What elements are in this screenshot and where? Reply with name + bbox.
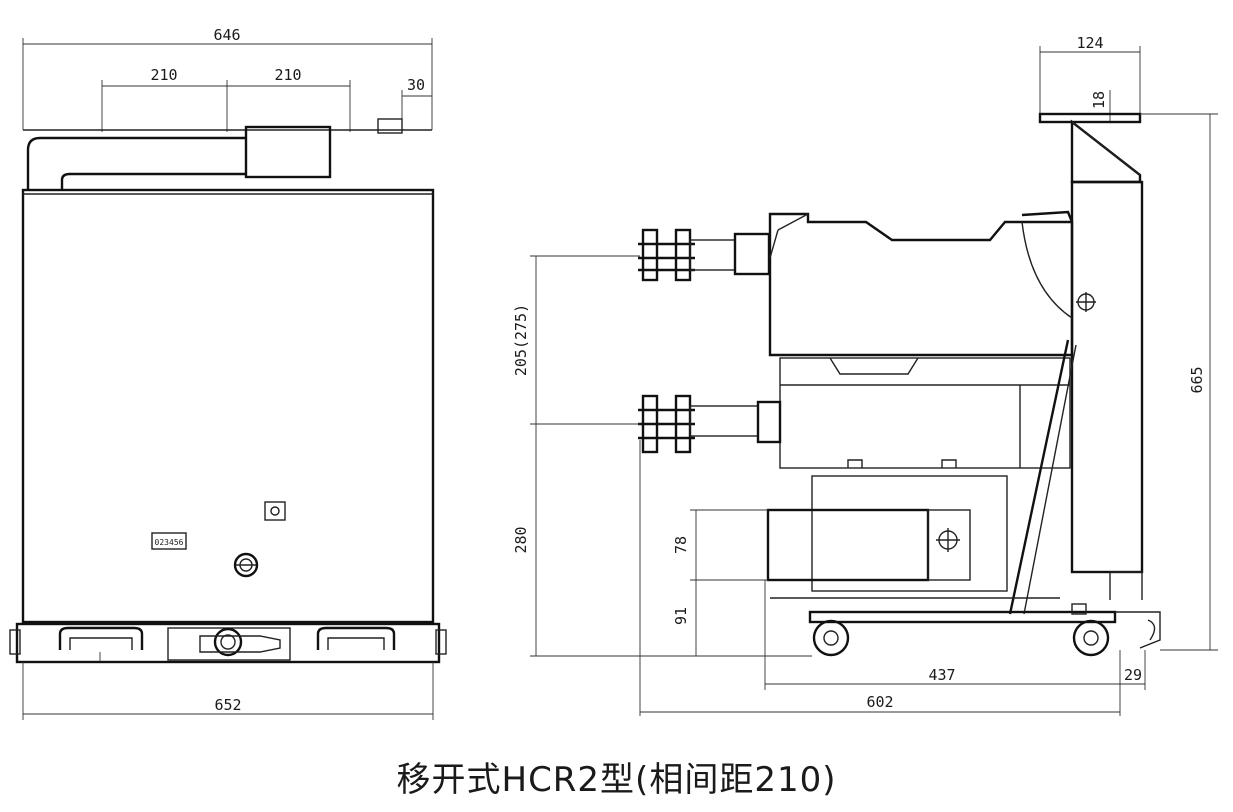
dim-646: 646 (213, 26, 240, 44)
front-chassis-rail (15, 622, 441, 664)
upper-contact-box (244, 125, 332, 179)
dim-78: 78 (672, 536, 690, 554)
upper-contact-arm (638, 228, 771, 282)
dim-124: 124 (1076, 34, 1103, 52)
dim-280: 280 (512, 526, 530, 553)
racking-shaft (213, 627, 243, 657)
rear-wheel (1072, 619, 1110, 657)
top-bracket (1038, 112, 1142, 124)
counter-digits: 023456 (155, 538, 184, 547)
dim-210-right: 210 (274, 66, 301, 84)
dim-205-275: 205(275) (512, 304, 530, 376)
truck-frame (808, 610, 1117, 624)
upper-pole-housing (768, 212, 1074, 357)
dim-602: 602 (866, 693, 893, 711)
front-view: 646 210 210 30 023456 (9, 26, 447, 720)
dim-652: 652 (214, 696, 241, 714)
side-view: 124 18 (512, 34, 1218, 716)
small-terminal (377, 118, 403, 134)
mechanism-housing (779, 357, 1071, 469)
indicator-square (264, 501, 286, 521)
front-wheel (812, 619, 850, 657)
dim-29: 29 (1124, 666, 1142, 684)
lower-contact-arm (638, 394, 782, 454)
drawing-caption: 移开式HCR2型(相间距210) (396, 760, 837, 800)
dim-210-left: 210 (150, 66, 177, 84)
operating-mechanism (811, 475, 1008, 592)
lower-block (766, 508, 930, 582)
dim-18: 18 (1090, 91, 1108, 109)
manual-knob (233, 552, 259, 578)
dim-437: 437 (928, 666, 955, 684)
rear-frame-column (1070, 180, 1144, 574)
dim-665: 665 (1188, 366, 1206, 393)
dim-91: 91 (672, 607, 690, 625)
operation-counter (151, 532, 187, 550)
breaker-front-panel (21, 188, 435, 624)
dim-30: 30 (407, 76, 425, 94)
